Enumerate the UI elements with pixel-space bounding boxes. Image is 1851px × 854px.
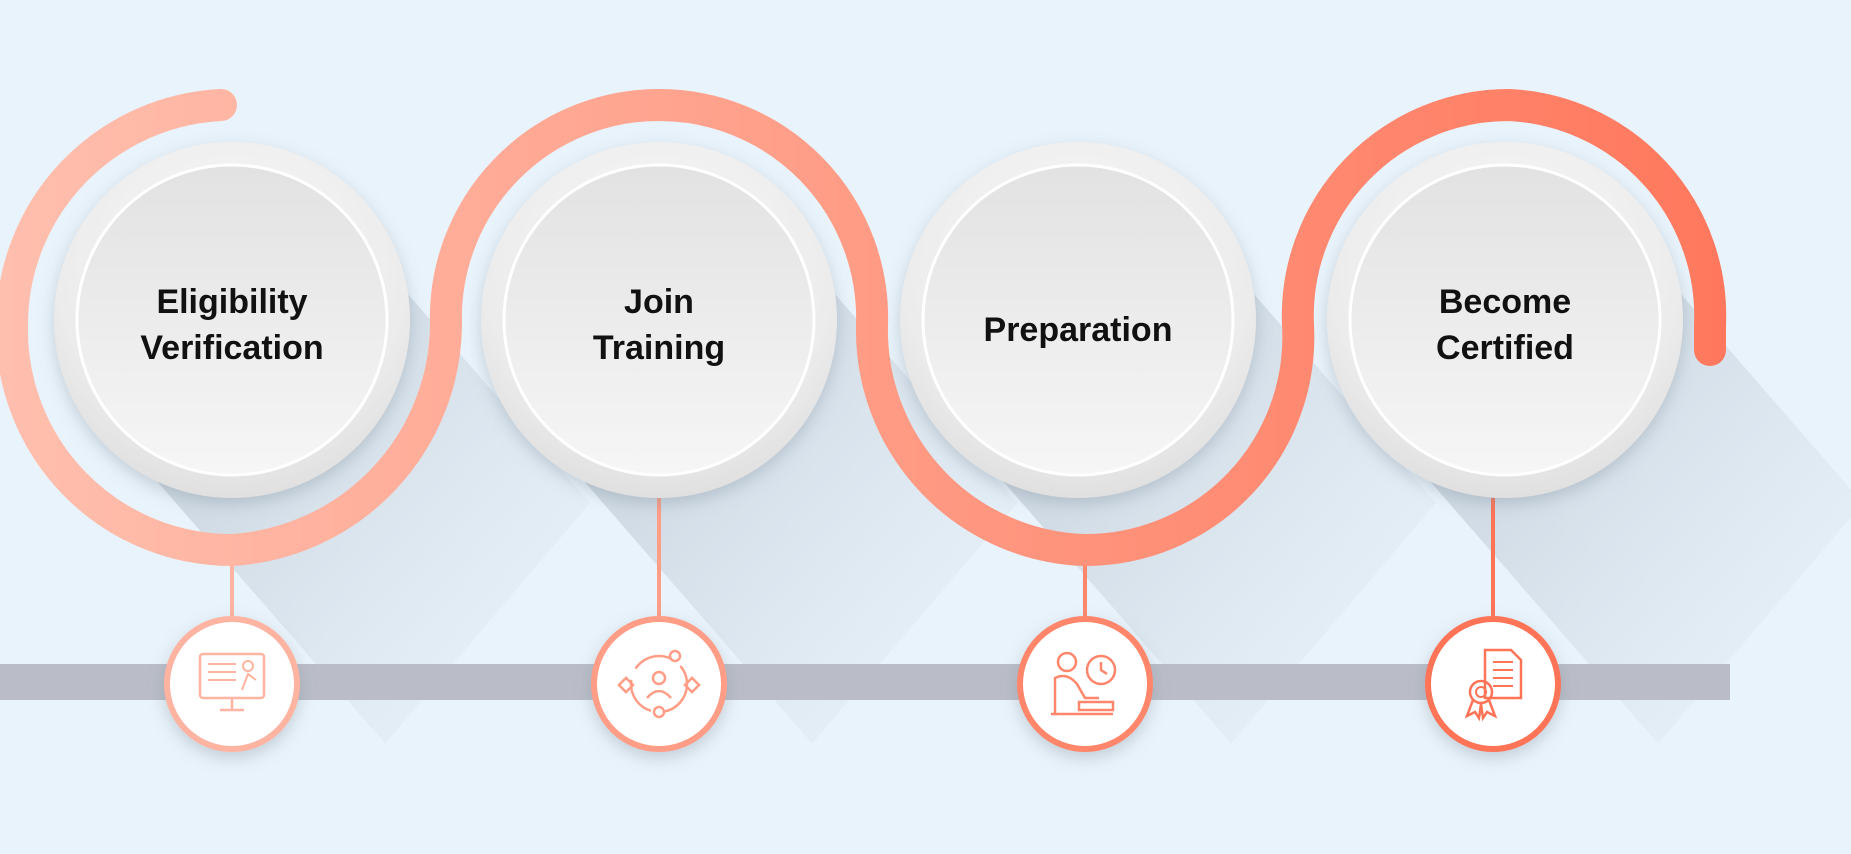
step-discs xyxy=(54,142,1683,498)
step-badge xyxy=(164,616,300,752)
step-disc xyxy=(900,142,1256,498)
step-label-become-certified: Become Certified xyxy=(1436,283,1574,367)
icon-badges xyxy=(164,616,1561,752)
connectors xyxy=(230,498,1495,619)
step-disc xyxy=(54,142,410,498)
step-label-eligibility-verification: Eligibility Verification xyxy=(140,283,324,367)
step-label-join-training: Join Training xyxy=(592,283,726,367)
step-disc xyxy=(481,142,837,498)
step-badge xyxy=(1425,616,1561,752)
wave-ribbon xyxy=(0,88,1727,567)
person-studying-clock-icon xyxy=(1051,651,1117,716)
step-badge xyxy=(591,616,727,752)
step-badge xyxy=(1017,616,1153,752)
certificate-award-icon xyxy=(1464,648,1523,722)
step-label-preparation: Preparation xyxy=(983,311,1173,349)
step-disc xyxy=(1327,142,1683,498)
presentation-board-icon xyxy=(198,652,266,712)
group-network-icon xyxy=(617,649,701,719)
